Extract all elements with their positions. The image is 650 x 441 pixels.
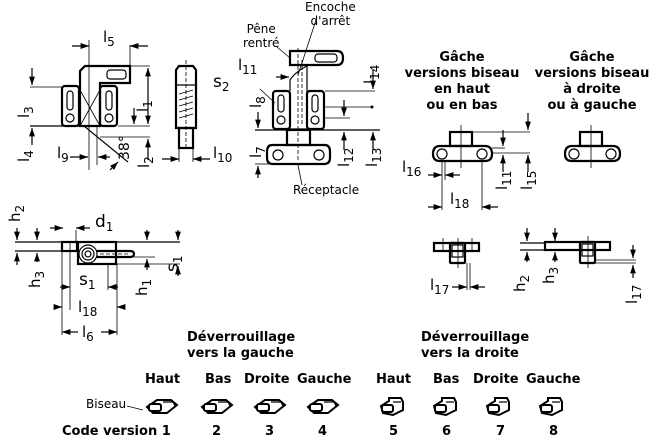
strike-left-right-view: [563, 125, 622, 168]
latch-side-view: [162, 60, 210, 162]
dim-l11: l11: [238, 56, 258, 78]
version-icons: [126, 397, 563, 417]
dim-l5: l5: [103, 28, 115, 50]
version-icon-7: [485, 397, 510, 417]
dim-h3: h3: [26, 270, 47, 288]
version-position-7: Droite: [473, 372, 519, 387]
heading-strike-top-bottom: Gâche versions biseau en haut ou en bas: [404, 50, 520, 113]
version-code-4: 4: [318, 424, 328, 439]
version-position-6: Bas: [433, 372, 460, 387]
dim-h2: h2: [6, 204, 27, 222]
dim-l13: l13: [363, 147, 384, 167]
dim-h2-strike: h2: [511, 274, 532, 292]
group-title-unlock-right: Déverrouillage vers la droite: [421, 330, 530, 361]
version-icon-6: [432, 397, 457, 417]
version-position-4: Gauche: [297, 372, 352, 387]
dim-h3-strike: h3: [540, 266, 561, 284]
version-code-3: 3: [265, 424, 275, 439]
dim-l17-a: l17: [430, 276, 450, 298]
heading-strike-left-right: Gâche versions biseau à droite ou à gauc…: [534, 50, 650, 113]
latch-top-view: [14, 225, 181, 335]
version-position-2: Bas: [205, 372, 232, 387]
dim-l8: l8: [247, 96, 268, 108]
version-icon-4: [306, 399, 340, 414]
group-title-unlock-left: Déverrouillage vers la gauche: [187, 330, 296, 361]
bevel-label: Biseau: [86, 397, 127, 411]
strike-top-view-b: [520, 228, 636, 278]
version-icon-1: [145, 399, 179, 414]
version-position-1: Haut: [145, 372, 181, 387]
version-code-2: 2: [212, 424, 222, 439]
dim-l15: l15: [518, 170, 539, 190]
dim-s1-bottom: s1: [79, 270, 96, 293]
dim-l10: l10: [213, 144, 233, 166]
dim-l17-b: l17: [623, 284, 644, 304]
version-icon-2: [200, 399, 234, 414]
dim-l6: l6: [82, 323, 94, 345]
version-code-7: 7: [496, 424, 506, 439]
version-icon-5: [379, 397, 404, 417]
version-position-3: Droite: [244, 372, 290, 387]
strike-top-view-a: [432, 238, 485, 290]
dim-l18-strike: l18: [450, 190, 470, 212]
callout-receptacle: Réceptacle: [293, 183, 360, 197]
version-code-5: 5: [389, 424, 399, 439]
version-position-5: Haut: [376, 372, 412, 387]
dim-l2: l2: [135, 156, 156, 168]
version-position-8: Gauche: [526, 372, 581, 387]
dim-l9: l9: [57, 144, 69, 166]
dim-l14: l14: [361, 64, 382, 84]
dim-l3: l3: [15, 106, 36, 118]
code-version-label: Code version 1: [62, 424, 171, 439]
dim-l18-top: l18: [78, 298, 98, 320]
latch-front-view: [29, 40, 151, 171]
dim-l16: l16: [402, 158, 422, 180]
dim-s2: s2: [213, 72, 230, 95]
dim-l1: l1: [134, 100, 155, 112]
dim-l7: l7: [247, 146, 268, 158]
dim-s1-side: s1: [163, 255, 185, 273]
dim-h1: h1: [133, 278, 154, 296]
version-icon-8: [538, 397, 563, 417]
version-code-8: 8: [549, 424, 559, 439]
version-icon-3: [253, 399, 287, 414]
strike-top-bottom-view: [428, 113, 531, 210]
dim-d1: d1: [95, 212, 114, 235]
latch-with-receptacle-view: [255, 16, 380, 186]
dim-angle: 38°: [117, 135, 133, 160]
version-code-6: 6: [442, 424, 452, 439]
dim-l12: l12: [335, 147, 356, 167]
dim-l4: l4: [15, 150, 36, 162]
dim-l11-strike: l11: [493, 170, 514, 190]
